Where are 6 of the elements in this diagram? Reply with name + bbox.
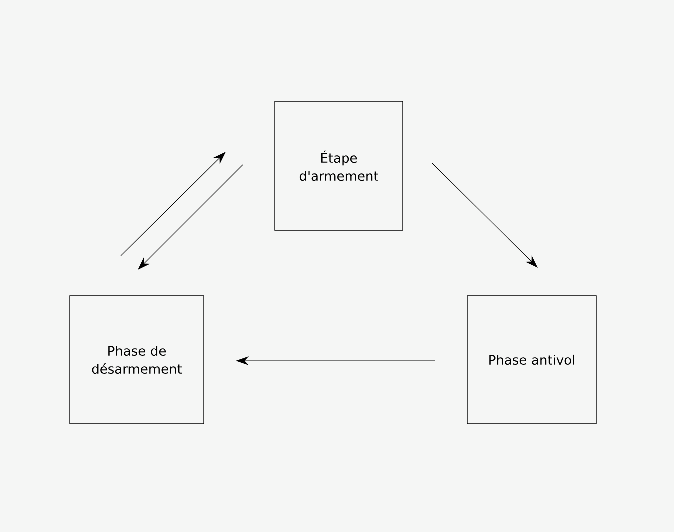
process-box: Étape d'armement: [274, 101, 404, 231]
arrow: [138, 164, 244, 270]
process-box: Phase antivol: [467, 296, 597, 424]
arrow: [120, 152, 226, 256]
arrow: [432, 162, 538, 268]
process-box: Phase de désarmement: [70, 296, 204, 424]
